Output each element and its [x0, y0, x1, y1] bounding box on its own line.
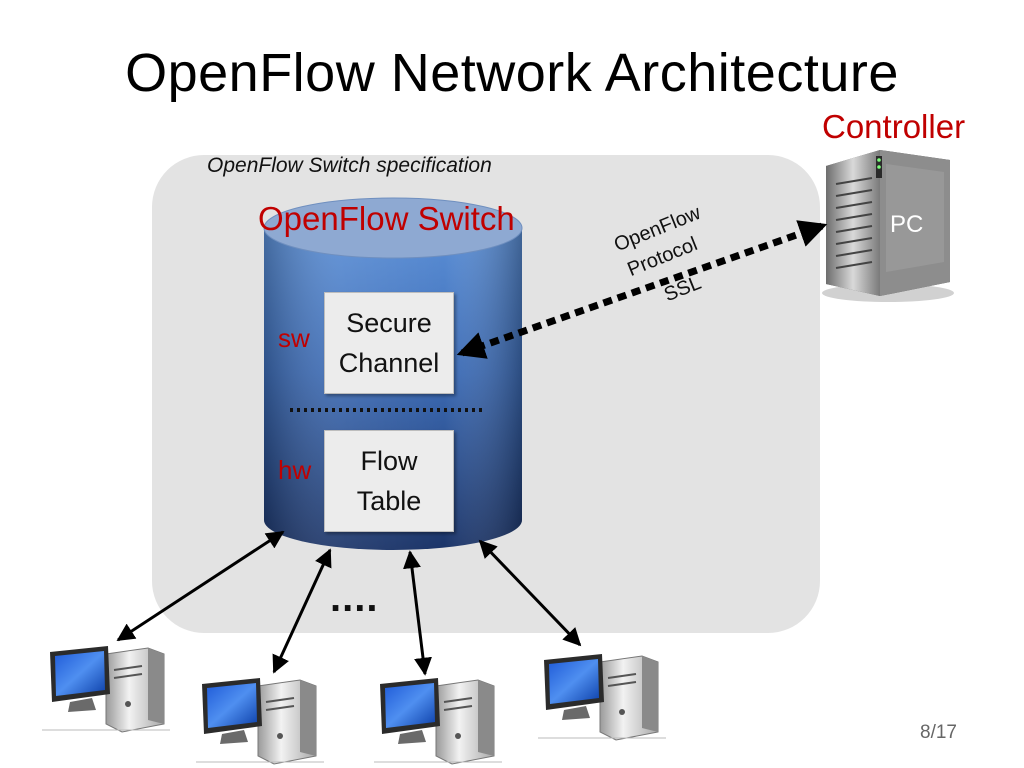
secure-channel-box: Secure Channel	[324, 292, 454, 394]
switch-spec-label: OpenFlow Switch specification	[207, 154, 492, 177]
openflow-switch-label: OpenFlow Switch	[258, 200, 515, 237]
host-links	[116, 530, 582, 676]
host-computer-icon	[50, 646, 165, 733]
sw-label: sw	[278, 323, 310, 353]
controller-label: Controller	[822, 108, 966, 145]
controller-server-icon	[822, 150, 954, 302]
pc-label: PC	[890, 211, 924, 238]
host-computer-icon	[202, 678, 317, 765]
slide-title: OpenFlow Network Architecture	[125, 43, 899, 103]
host-computer-icon	[380, 678, 495, 765]
page-number: 8/17	[920, 722, 957, 743]
flow-table-box: Flow Table	[324, 430, 454, 532]
openflow-protocol-arrow	[456, 220, 828, 359]
more-hosts-ellipsis: ....	[330, 576, 379, 620]
host-computer-icon	[544, 654, 659, 741]
hw-label: hw	[278, 455, 312, 485]
